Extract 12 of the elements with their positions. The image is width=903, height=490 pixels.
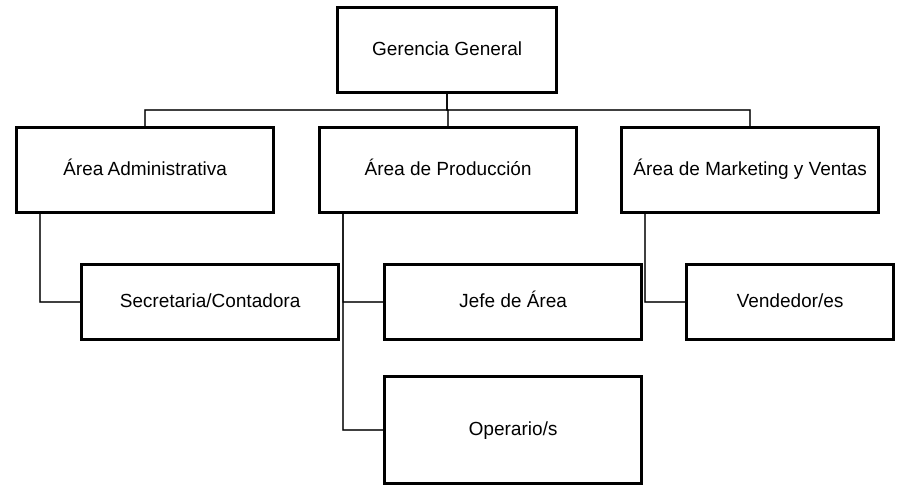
connector-line [342, 214, 383, 431]
org-box: Jefe de Área [383, 263, 643, 341]
org-box: Gerencia General [336, 6, 558, 94]
org-box: Área Administrativa [15, 126, 275, 214]
org-box: Secretaria/Contadora [80, 263, 340, 341]
org-box: Operario/s [383, 375, 643, 485]
org-box: Área de Producción [318, 126, 578, 214]
org-box: Área de Marketing y Ventas [620, 126, 880, 214]
connector-line [644, 214, 685, 303]
org-box: Vendedor/es [685, 263, 895, 341]
connector-line [39, 214, 80, 303]
connector-line [446, 94, 751, 126]
